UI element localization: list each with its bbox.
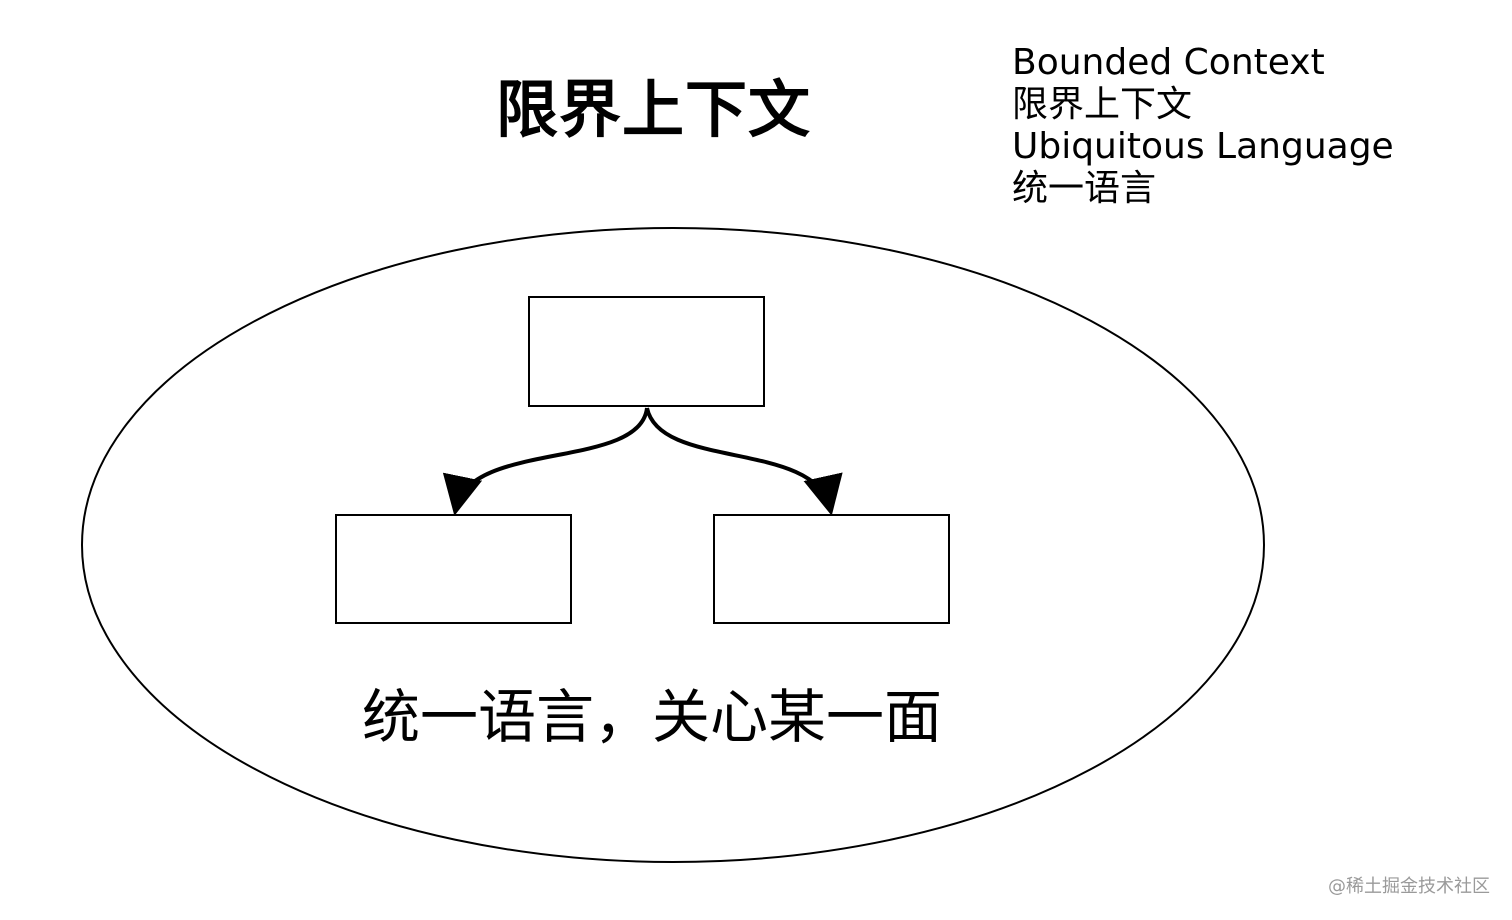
child-box-left (335, 514, 572, 624)
legend-line-bounded-context-en: Bounded Context (1012, 42, 1325, 83)
term-legend: Bounded Context 限界上下文 Ubiquitous Languag… (1012, 42, 1394, 210)
child-box-right (713, 514, 950, 624)
legend-line-bounded-context-zh: 限界上下文 (1012, 84, 1193, 125)
parent-box (528, 296, 765, 407)
context-boundary-ellipse (81, 227, 1265, 863)
arrow-to-right-child (645, 407, 843, 516)
arrow-to-left-child (442, 407, 649, 516)
legend-line-ubiquitous-language-zh: 统一语言 (1012, 168, 1157, 209)
diagram-caption: 统一语言，关心某一面 (362, 683, 943, 751)
diagram-title: 限界上下文 (496, 73, 812, 146)
legend-line-ubiquitous-language-en: Ubiquitous Language (1012, 126, 1394, 167)
watermark: @稀土掘金技术社区 (1328, 876, 1490, 897)
